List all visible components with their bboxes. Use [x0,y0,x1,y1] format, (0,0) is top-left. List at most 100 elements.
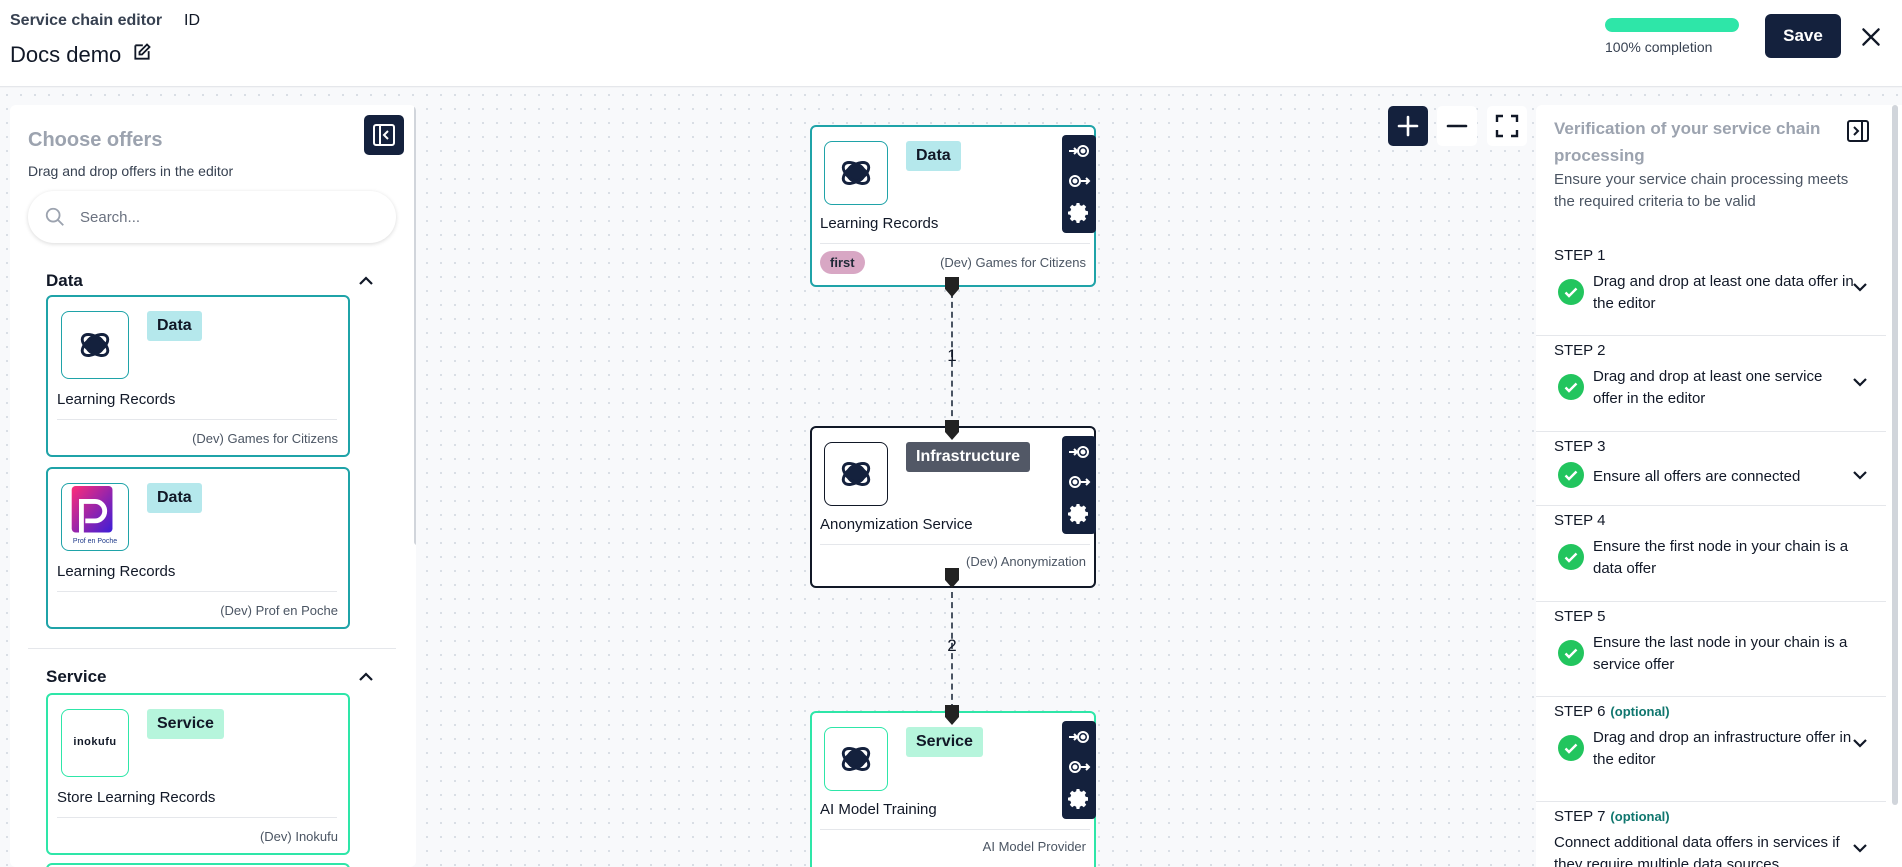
completion-label: 100% completion [1605,39,1713,55]
search-box [28,191,396,243]
verification-step[interactable]: STEP 7(optional) Connect additional data … [1536,802,1886,867]
node-divider [820,544,1090,545]
verification-title: Verification of your service chain proce… [1554,119,1821,165]
offers-panel: Choose offers Drag and drop offers in th… [10,105,416,867]
input-connector-icon[interactable] [1067,440,1091,464]
editor-header: Service chain editor ID Docs demo 100% c… [0,0,1902,87]
chain-node-data[interactable]: Data Learning Records first (Dev) Games … [810,125,1096,297]
collapse-panel-button[interactable] [364,115,404,155]
inokufu-logo: inokufu [61,709,129,777]
step-label: STEP 1 [1554,247,1605,264]
step-number: STEP 6 [1554,703,1606,720]
offer-provider: (Dev) Prof en Poche [220,603,338,618]
first-node-tag: first [820,251,865,274]
chevron-down-icon[interactable] [1850,733,1870,753]
verification-panel-scrollbar[interactable] [1892,105,1898,805]
check-circle-icon [1558,279,1584,305]
node-provider: (Dev) Games for Citizens [940,255,1086,270]
chain-edge-2 [951,592,953,710]
output-connector-icon[interactable] [1067,470,1091,494]
gear-icon[interactable] [1067,502,1091,526]
node-name: AI Model Training [820,801,937,818]
gear-icon[interactable] [1067,787,1091,811]
section-heading-data: Data [46,271,83,290]
node-toolbar [1062,436,1096,534]
edit-title-icon[interactable] [132,42,152,62]
step-description: Ensure all offers are connected [1593,468,1801,485]
verification-step[interactable]: STEP 3 Ensure all offers are connected [1536,432,1886,506]
step-description: Drag and drop at least one data offer in… [1593,273,1854,312]
node-provider: AI Model Provider [982,839,1086,854]
fit-view-button[interactable] [1487,106,1527,146]
verification-step[interactable]: STEP 1 Drag and drop at least one data of… [1536,241,1886,336]
zoom-in-button[interactable] [1388,106,1428,146]
search-input[interactable] [80,203,380,231]
visions-logo-icon [80,333,110,357]
node-logo [824,141,888,205]
step-label: STEP 4 [1554,512,1605,529]
prof-en-poche-logo-text: Prof en Poche [72,538,118,545]
prof-en-poche-logo: Prof en Poche [61,483,129,551]
chevron-up-icon[interactable] [356,667,376,687]
node-toolbar [1062,721,1096,819]
offer-card-data[interactable]: Prof en Poche Data Learning Records (Dev… [46,467,350,629]
offers-panel-scrollbar[interactable] [414,105,416,545]
chevron-down-icon[interactable] [1850,277,1870,297]
visions-logo-icon [841,462,871,486]
panel-expand-icon[interactable] [1844,117,1872,145]
visions-logo-icon [841,161,871,185]
chevron-up-icon[interactable] [356,271,376,291]
output-connector-icon[interactable] [1067,169,1091,193]
step-description: Connect additional data offers in servic… [1554,834,1840,867]
input-port-icon[interactable] [945,420,959,440]
node-type-badge: Infrastructure [906,442,1031,472]
step-number: STEP 3 [1554,438,1606,455]
input-connector-icon[interactable] [1067,725,1091,749]
close-icon[interactable] [1858,24,1884,50]
step-number: STEP 5 [1554,608,1606,625]
output-port-icon[interactable] [945,568,959,588]
chevron-down-icon[interactable] [1850,465,1870,485]
verification-subtitle: Ensure your service chain processing mee… [1554,171,1849,210]
step-label: STEP 5 [1554,608,1605,625]
chain-node-service[interactable]: Service AI Model Training AI Model Provi… [810,705,1096,867]
chevron-down-icon[interactable] [1850,838,1870,858]
node-logo [824,727,888,791]
fullscreen-icon [1495,114,1519,138]
output-connector-icon[interactable] [1067,755,1091,779]
offer-divider [57,419,337,420]
offer-type-badge: Data [147,311,202,341]
offer-card-service[interactable]: inokufu Service Store Learning Records (… [46,693,350,855]
zoom-out-button[interactable] [1437,106,1477,146]
edge-label-2: 2 [947,636,957,655]
input-port-icon[interactable] [945,705,959,725]
input-connector-icon[interactable] [1067,139,1091,163]
section-divider [28,648,396,649]
offer-card-service-partial[interactable] [46,863,350,867]
step-label: STEP 6(optional) [1554,703,1670,720]
output-port-icon[interactable] [945,277,959,297]
offer-name: Learning Records [57,391,176,408]
check-circle-icon [1558,374,1584,400]
page-title: Docs demo [10,42,122,67]
step-label: STEP 2 [1554,342,1605,359]
offer-card-data[interactable]: Data Learning Records (Dev) Games for Ci… [46,295,350,457]
check-circle-icon [1558,640,1584,666]
node-name: Learning Records [820,215,939,232]
edge-label-1: 1 [947,346,957,365]
step-label: STEP 7(optional) [1554,808,1670,825]
save-button[interactable]: Save [1765,14,1841,58]
step-optional-tag: (optional) [1610,809,1670,824]
chain-node-infrastructure[interactable]: Infrastructure Anonymization Service (De… [810,420,1096,588]
editor-id-label: ID [184,12,200,29]
step-description: Ensure the first node in your chain is a… [1593,538,1849,577]
check-circle-icon [1558,544,1584,570]
minus-icon [1446,124,1468,128]
node-type-badge: Data [906,141,961,171]
gear-icon[interactable] [1067,201,1091,225]
visions-logo-icon [841,747,871,771]
verification-step[interactable]: STEP 6(optional)Drag and drop an infrast… [1536,697,1886,802]
chevron-down-icon[interactable] [1850,372,1870,392]
